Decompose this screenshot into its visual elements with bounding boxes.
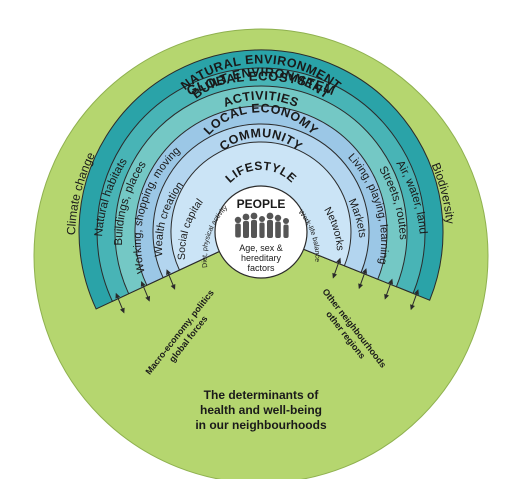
activities-title: ACTIVITIES — [221, 89, 301, 110]
left-arrow-3-head-2 — [119, 307, 125, 314]
right-arrow-1-head-1 — [336, 257, 341, 264]
people-line-2: hereditary — [241, 253, 282, 263]
caption-line-1: The determinants of — [204, 388, 320, 402]
left-arrow-1-head-1 — [166, 269, 171, 276]
caption-line-3: in our neighbourhoods — [195, 418, 327, 432]
caption-line-2: health and well-being — [200, 403, 322, 417]
left-arrow-1-head-2 — [170, 284, 176, 290]
left-arrow-3-head-1 — [115, 292, 121, 299]
people-line-1: Age, sex & — [239, 243, 283, 253]
right-arrow-2-head-1 — [362, 268, 367, 274]
left-arrow-2-head-1 — [140, 281, 146, 287]
right-arrow-4-head-2 — [410, 304, 415, 311]
right-arrow-3-head-2 — [384, 293, 390, 300]
boundary-arrows — [115, 257, 419, 314]
people-title: PEOPLE — [237, 197, 286, 211]
right-arrow-2-head-2 — [358, 283, 364, 290]
people-figures-icon — [234, 212, 289, 238]
left-arrow-2-head-2 — [145, 295, 151, 302]
right-arrow-3-head-1 — [388, 278, 393, 285]
right-arrow-4-head-1 — [414, 289, 419, 295]
right-arrow-1-head-2 — [332, 272, 338, 279]
people-line-3: factors — [247, 263, 275, 273]
